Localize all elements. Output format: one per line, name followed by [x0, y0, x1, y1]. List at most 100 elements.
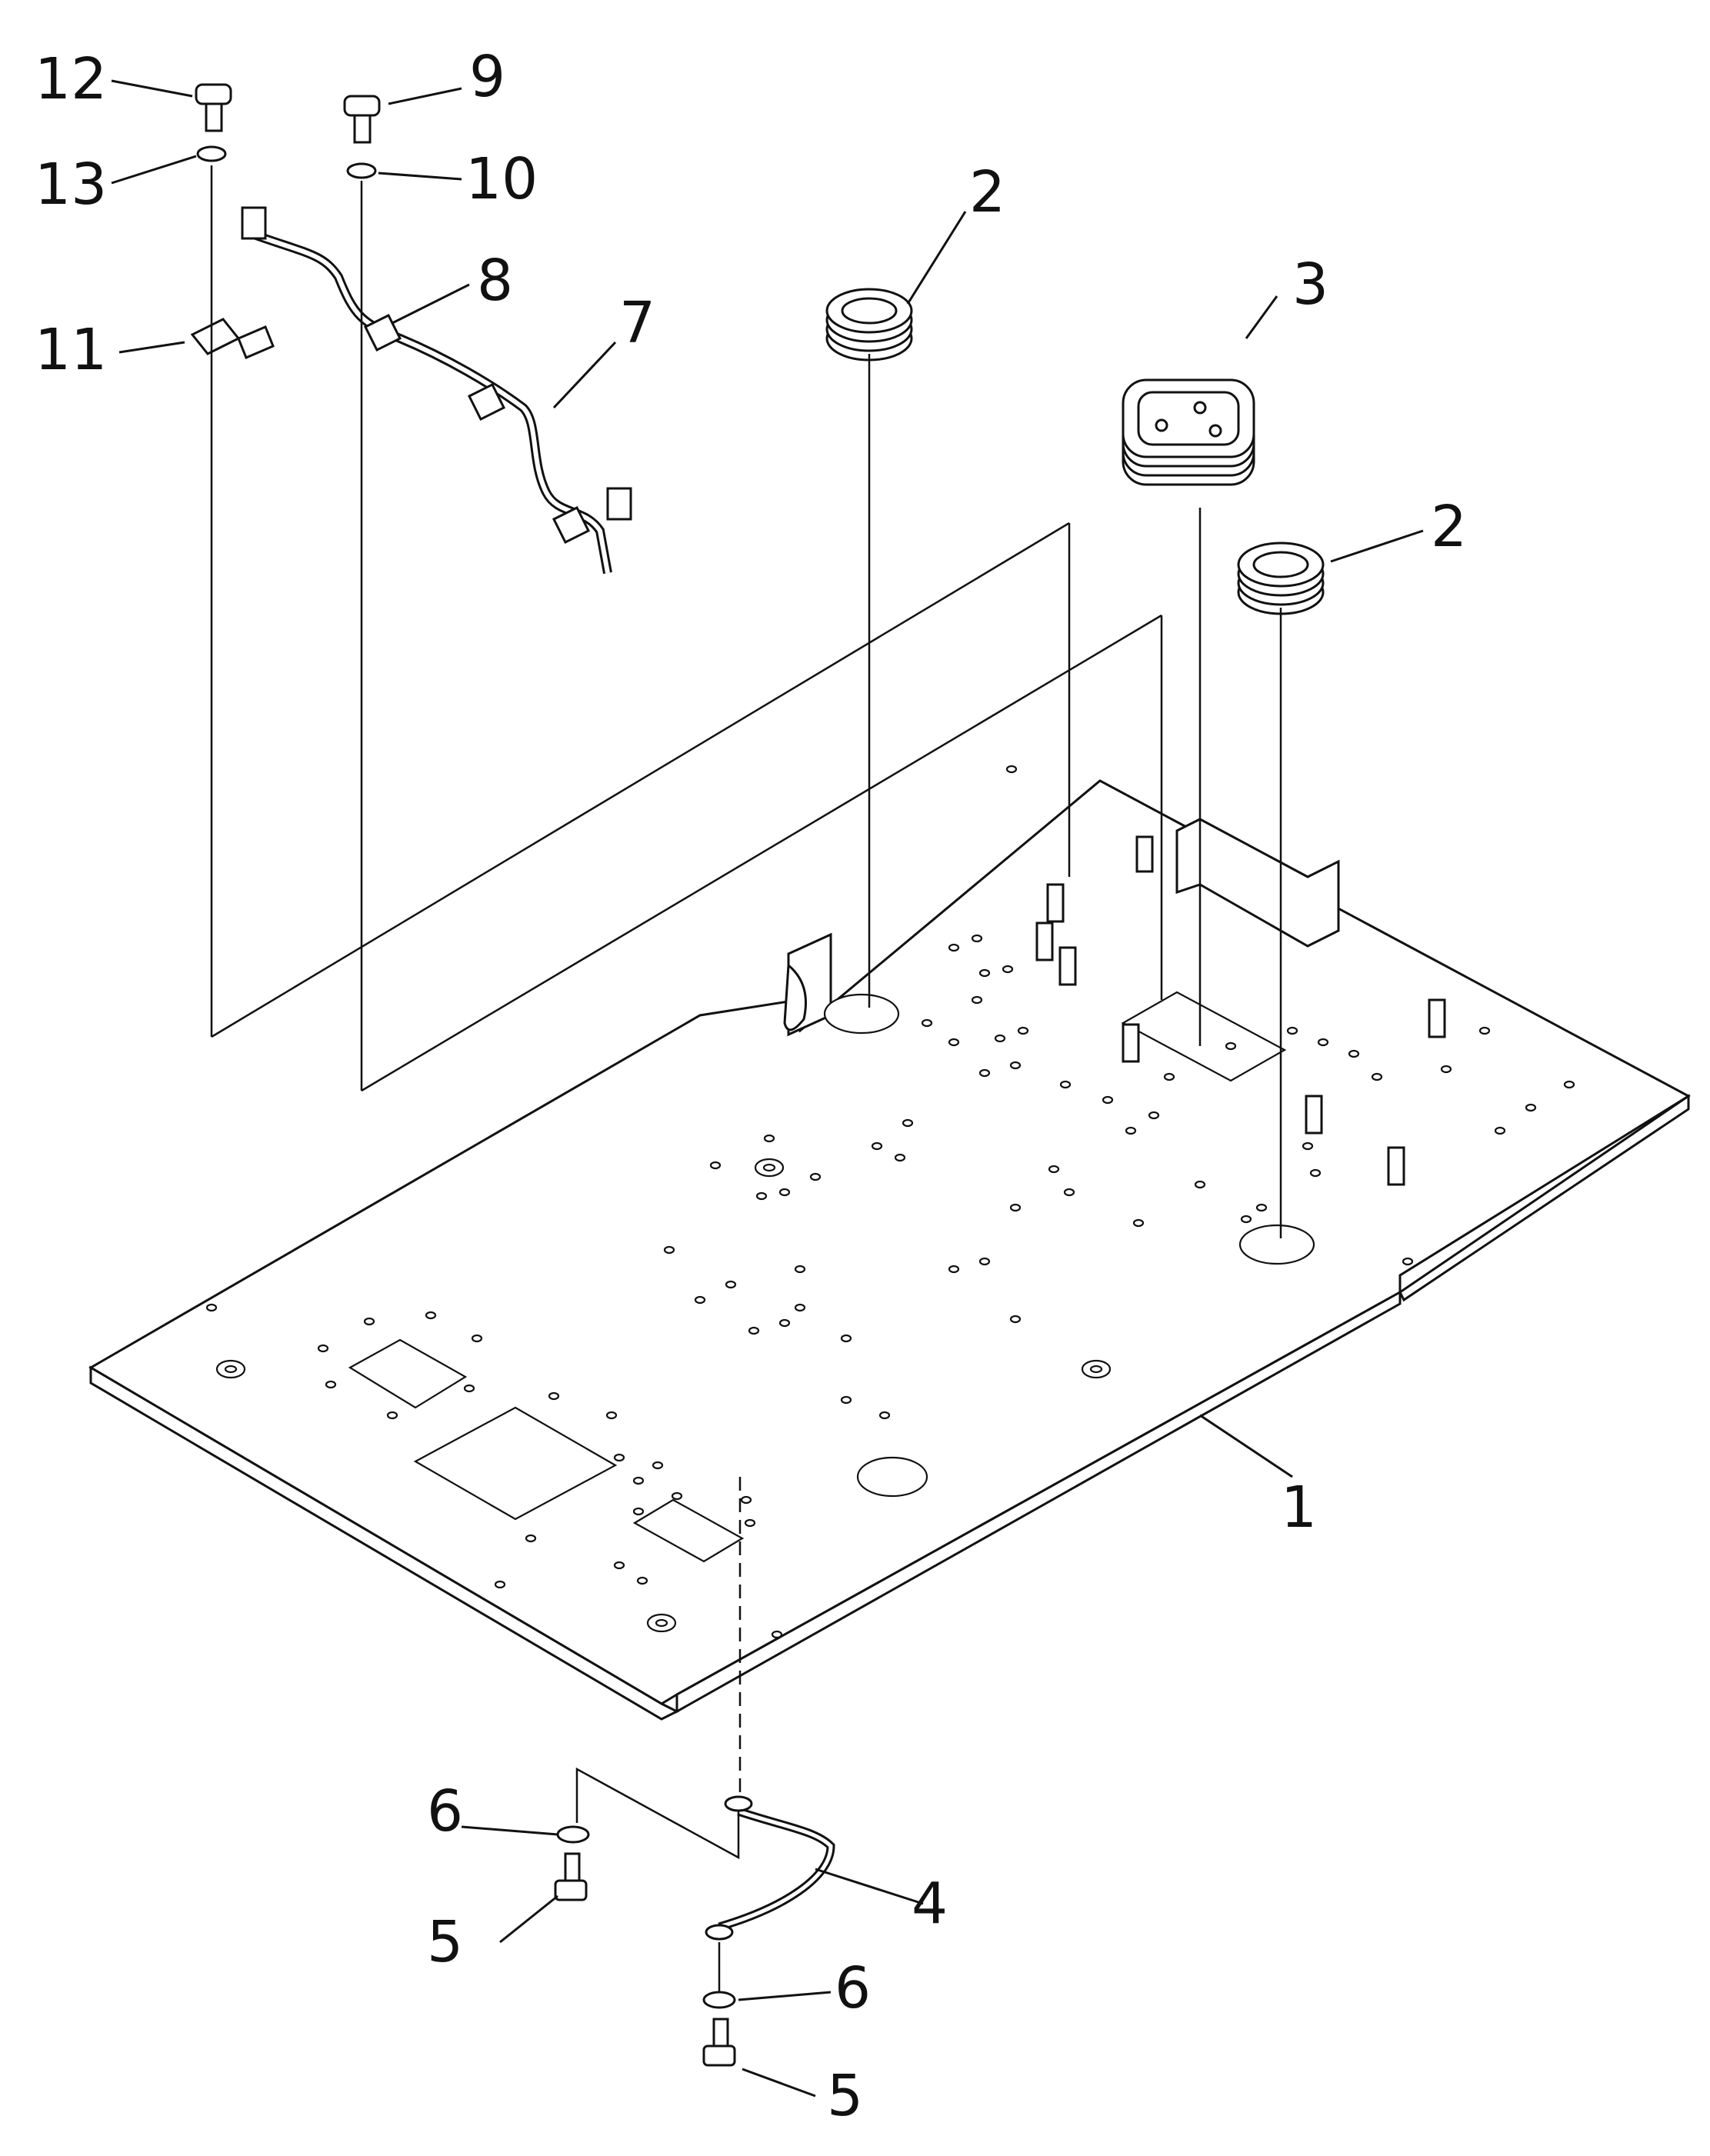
- callout-6-right: 6: [835, 1955, 871, 2021]
- bolt-hole: [613, 1561, 625, 1570]
- bolt-hole: [1063, 1188, 1075, 1197]
- plate-small-holes: [205, 765, 1575, 1639]
- grommet-2-top: [825, 288, 913, 362]
- callout-leaders: [111, 79, 1424, 2098]
- bolt-hole: [525, 1534, 537, 1543]
- bolt-hole: [1009, 1203, 1022, 1212]
- callout-11: 11: [35, 317, 107, 383]
- bolt-hole: [1348, 1049, 1360, 1058]
- bolt-hole: [725, 1280, 737, 1289]
- bolt-hole: [840, 1334, 852, 1343]
- bolt-hole: [1009, 1061, 1022, 1070]
- bolt-hole: [1317, 1038, 1329, 1047]
- bolt-hole: [1002, 965, 1014, 974]
- bolt-5-left: [554, 1852, 588, 1901]
- bolt-hole: [1102, 1095, 1114, 1105]
- bolt-hole: [740, 1495, 752, 1505]
- wire-harness: [241, 206, 632, 575]
- callout-5-left: 5: [427, 1909, 463, 1975]
- bolt-hole: [1525, 1103, 1537, 1112]
- callout-13: 13: [35, 152, 107, 218]
- washer-10: [346, 162, 377, 179]
- bolt-hole: [636, 1576, 648, 1585]
- bolt-hole: [1494, 1126, 1506, 1135]
- bolt-hole: [978, 968, 991, 978]
- bolt-hole: [548, 1391, 560, 1401]
- bolt-hole: [871, 1141, 883, 1151]
- bolt-hole: [1309, 1168, 1322, 1178]
- washer-6-left: [556, 1825, 590, 1844]
- callout-labels: 1 2 2 3 4 5 5 6 6 7 8 9 10 11 12 13: [35, 44, 1467, 2129]
- callout-7: 7: [619, 290, 655, 356]
- bolt-hole: [671, 1491, 683, 1501]
- bolt-hole: [994, 1034, 1006, 1043]
- callout-9: 9: [469, 44, 505, 110]
- callout-12: 12: [35, 46, 107, 112]
- bolt-hole: [948, 1038, 960, 1047]
- bolt-hole: [1148, 1111, 1160, 1120]
- bolt-hole: [1240, 1215, 1252, 1224]
- bolt-hole: [494, 1580, 506, 1589]
- plate-countersunk-holes: [215, 1158, 1112, 1633]
- bolt-hole: [1125, 1126, 1137, 1135]
- bolt-hole: [894, 1153, 906, 1162]
- callout-2-right: 2: [1431, 494, 1467, 560]
- clamp-8: [363, 313, 402, 352]
- bolt-hole: [1009, 1315, 1022, 1324]
- plate-studs: [1035, 835, 1446, 1186]
- bolt-hole: [605, 1411, 618, 1420]
- floor-plate: [88, 779, 1691, 1721]
- callout-4: 4: [912, 1871, 948, 1937]
- bolt-12: [195, 83, 232, 132]
- bolt-hole: [317, 1344, 329, 1353]
- bolt-hole: [1194, 1180, 1206, 1189]
- bolt-hole: [878, 1411, 891, 1420]
- bolt-hole: [709, 1161, 722, 1170]
- bolt-hole: [613, 1453, 625, 1462]
- bolt-hole: [921, 1018, 933, 1028]
- bolt-5-right: [702, 2018, 736, 2067]
- grommet-3: [1122, 378, 1255, 486]
- bolt-hole: [1478, 1026, 1491, 1035]
- bolt-hole: [971, 995, 983, 1005]
- callout-10: 10: [465, 146, 538, 212]
- callout-8: 8: [477, 248, 513, 314]
- bolt-hole: [1563, 1080, 1575, 1089]
- bolt-hole: [1048, 1165, 1060, 1174]
- bolt-hole: [840, 1395, 852, 1405]
- bolt-hole: [1163, 1072, 1175, 1081]
- bolt-hole: [1402, 1257, 1414, 1266]
- bolt-hole: [1371, 1072, 1383, 1081]
- bolt-hole: [778, 1318, 791, 1328]
- bolt-hole: [744, 1518, 756, 1528]
- bolt-hole: [902, 1118, 914, 1128]
- bolt-hole: [694, 1295, 706, 1305]
- callout-3: 3: [1292, 252, 1328, 318]
- bolt-hole: [632, 1507, 645, 1516]
- bolt-hole: [471, 1334, 483, 1343]
- bolt-hole: [978, 1068, 991, 1078]
- bolt-hole: [948, 1265, 960, 1274]
- bolt-hole: [1017, 1026, 1029, 1035]
- bolt-hole: [978, 1257, 991, 1266]
- washer-13: [196, 145, 227, 162]
- washer-6-right: [702, 1991, 736, 2009]
- callout-2-top: 2: [969, 159, 1005, 225]
- bolt-hole: [1286, 1026, 1298, 1035]
- bolt-hole: [771, 1630, 783, 1639]
- bolt-hole: [971, 934, 983, 943]
- grommet-hole-3: [1121, 991, 1287, 1082]
- bolt-hole: [1059, 1080, 1072, 1089]
- ground-cable: [705, 1795, 835, 1941]
- bolt-hole: [425, 1311, 437, 1320]
- grommet-2-right: [1237, 541, 1325, 615]
- bolt-hole: [794, 1303, 806, 1312]
- grommet-hole-2b: [1238, 1224, 1315, 1265]
- bolt-hole: [1132, 1218, 1145, 1228]
- bolt-hole: [663, 1245, 675, 1255]
- bolt-hole: [809, 1172, 822, 1181]
- bolt-hole: [778, 1188, 791, 1197]
- bolt-hole: [1440, 1065, 1452, 1074]
- bolt-hole: [363, 1317, 375, 1326]
